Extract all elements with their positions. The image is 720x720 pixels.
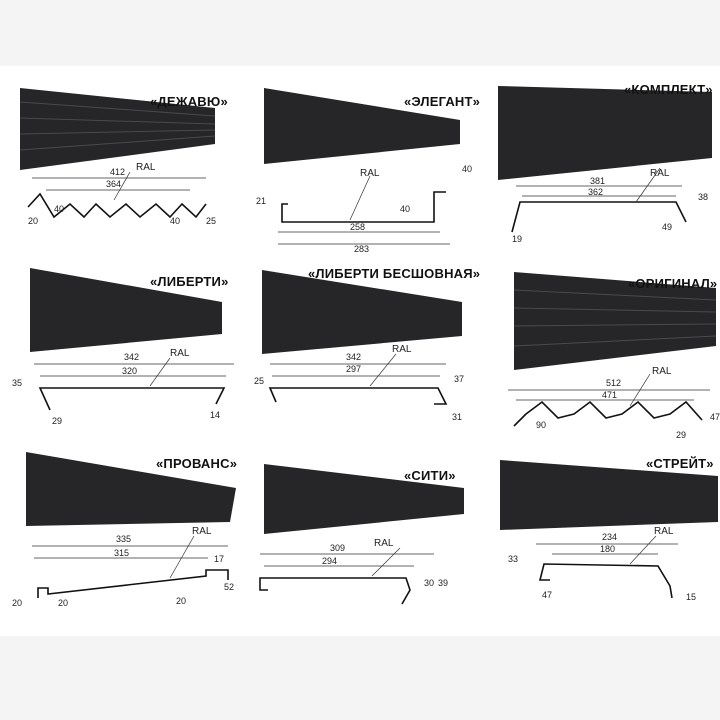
dim-label: 258 xyxy=(350,222,365,232)
dim-label: 20 xyxy=(176,596,186,606)
dim-label: 180 xyxy=(600,544,615,554)
ral-label: RAL xyxy=(650,168,670,179)
panel-dejavu: «ДЕЖАВЮ» 412 364 20 40 40 25 RAL xyxy=(10,72,246,257)
panel-title: «ЛИБЕРТИ БЕСШОВНАЯ» xyxy=(308,266,481,281)
dim-label: 512 xyxy=(606,378,621,388)
dim-label: 297 xyxy=(346,364,361,374)
dim-label: 19 xyxy=(512,234,522,244)
panel-siti: «СИТИ» 309 294 30 39 RAL xyxy=(250,450,486,635)
panel-streit: «СТРЕЙТ» 234 180 33 47 15 RAL xyxy=(490,450,720,635)
ral-label: RAL xyxy=(392,344,412,355)
dim-label: 30 xyxy=(424,578,434,588)
dim-label: 40 xyxy=(462,164,472,174)
dejavu-drawing xyxy=(19,88,216,219)
ral-label: RAL xyxy=(360,168,380,179)
dim-label: 362 xyxy=(588,187,603,197)
dim-label: 37 xyxy=(454,374,464,384)
dim-label: 21 xyxy=(256,196,266,206)
original-drawing xyxy=(508,272,717,427)
dim-label: 38 xyxy=(698,192,708,202)
liberti-drawing xyxy=(30,268,234,411)
siti-drawing xyxy=(259,464,464,605)
dim-label: 35 xyxy=(12,378,22,388)
dim-label: 33 xyxy=(508,554,518,564)
ral-label: RAL xyxy=(652,366,672,377)
panel-title: «ПРОВАНС» xyxy=(156,456,238,471)
panel-title: «ЭЛЕГАНТ» xyxy=(404,94,481,109)
panel-title: «ДЕЖАВЮ» xyxy=(150,94,228,109)
panel-liberti: «ЛИБЕРТИ» 342 320 35 29 14 RAL xyxy=(10,262,246,447)
dim-label: 39 xyxy=(438,578,448,588)
dim-label: 40 xyxy=(170,216,180,226)
dim-label: 320 xyxy=(122,366,137,376)
dim-label: 20 xyxy=(28,216,38,226)
dim-label: 364 xyxy=(106,179,121,189)
panel-title: «ОРИГИНАЛ» xyxy=(628,276,718,291)
dim-label: 471 xyxy=(602,390,617,400)
dim-label: 52 xyxy=(224,582,234,592)
ral-label: RAL xyxy=(654,526,674,537)
dim-label: 234 xyxy=(602,532,617,542)
dim-label: 29 xyxy=(52,416,62,426)
dim-label: 90 xyxy=(536,420,546,430)
dim-label: 25 xyxy=(206,216,216,226)
dim-label: 25 xyxy=(254,376,264,386)
dim-label: 29 xyxy=(676,430,686,440)
dim-label: 14 xyxy=(210,410,220,420)
dim-label: 15 xyxy=(686,592,696,602)
panel-provans: «ПРОВАНС» 335 315 17 52 20 20 20 RAL xyxy=(10,450,246,635)
dim-label: 40 xyxy=(400,204,410,214)
dim-label: 283 xyxy=(354,244,369,254)
dim-label: 17 xyxy=(214,554,224,564)
dim-label: 40 xyxy=(54,204,64,214)
ral-label: RAL xyxy=(192,526,212,537)
ral-label: RAL xyxy=(170,348,190,359)
panel-title: «ЛИБЕРТИ» xyxy=(150,274,229,289)
dim-label: 49 xyxy=(662,222,672,232)
dim-label: 315 xyxy=(114,548,129,558)
komplekt-drawing xyxy=(498,86,712,233)
panel-title: «СИТИ» xyxy=(404,468,456,483)
panel-title: «СТРЕЙТ» xyxy=(646,456,714,471)
dim-label: 381 xyxy=(590,176,605,186)
dim-label: 342 xyxy=(346,352,361,362)
dim-label: 47 xyxy=(710,412,720,422)
dim-label: 342 xyxy=(124,352,139,362)
panel-elegant: «ЭЛЕГАНТ» 40 21 40 258 283 RAL xyxy=(250,72,486,257)
dim-label: 47 xyxy=(542,590,552,600)
liberti-bs-drawing xyxy=(262,270,462,405)
dim-label: 309 xyxy=(330,543,345,553)
ral-label: RAL xyxy=(136,162,156,173)
ral-label: RAL xyxy=(374,538,394,549)
dim-label: 20 xyxy=(12,598,22,608)
panel-title: «КОМПЛЕКТ» xyxy=(624,82,713,97)
panel-original: «ОРИГИНАЛ» 512 471 90 47 29 RAL xyxy=(490,262,720,447)
provans-drawing xyxy=(26,452,236,598)
dim-label: 20 xyxy=(58,598,68,608)
panel-liberti-bs: «ЛИБЕРТИ БЕСШОВНАЯ» 342 297 25 37 31 RAL xyxy=(250,262,486,447)
panel-komplekt: «КОМПЛЕКТ» 381 362 38 49 19 RAL xyxy=(490,72,720,257)
dim-label: 335 xyxy=(116,534,131,544)
streit-drawing xyxy=(500,460,718,599)
dim-label: 412 xyxy=(110,167,125,177)
dim-label: 31 xyxy=(452,412,462,422)
dim-label: 294 xyxy=(322,556,337,566)
elegant-drawing xyxy=(264,88,460,245)
